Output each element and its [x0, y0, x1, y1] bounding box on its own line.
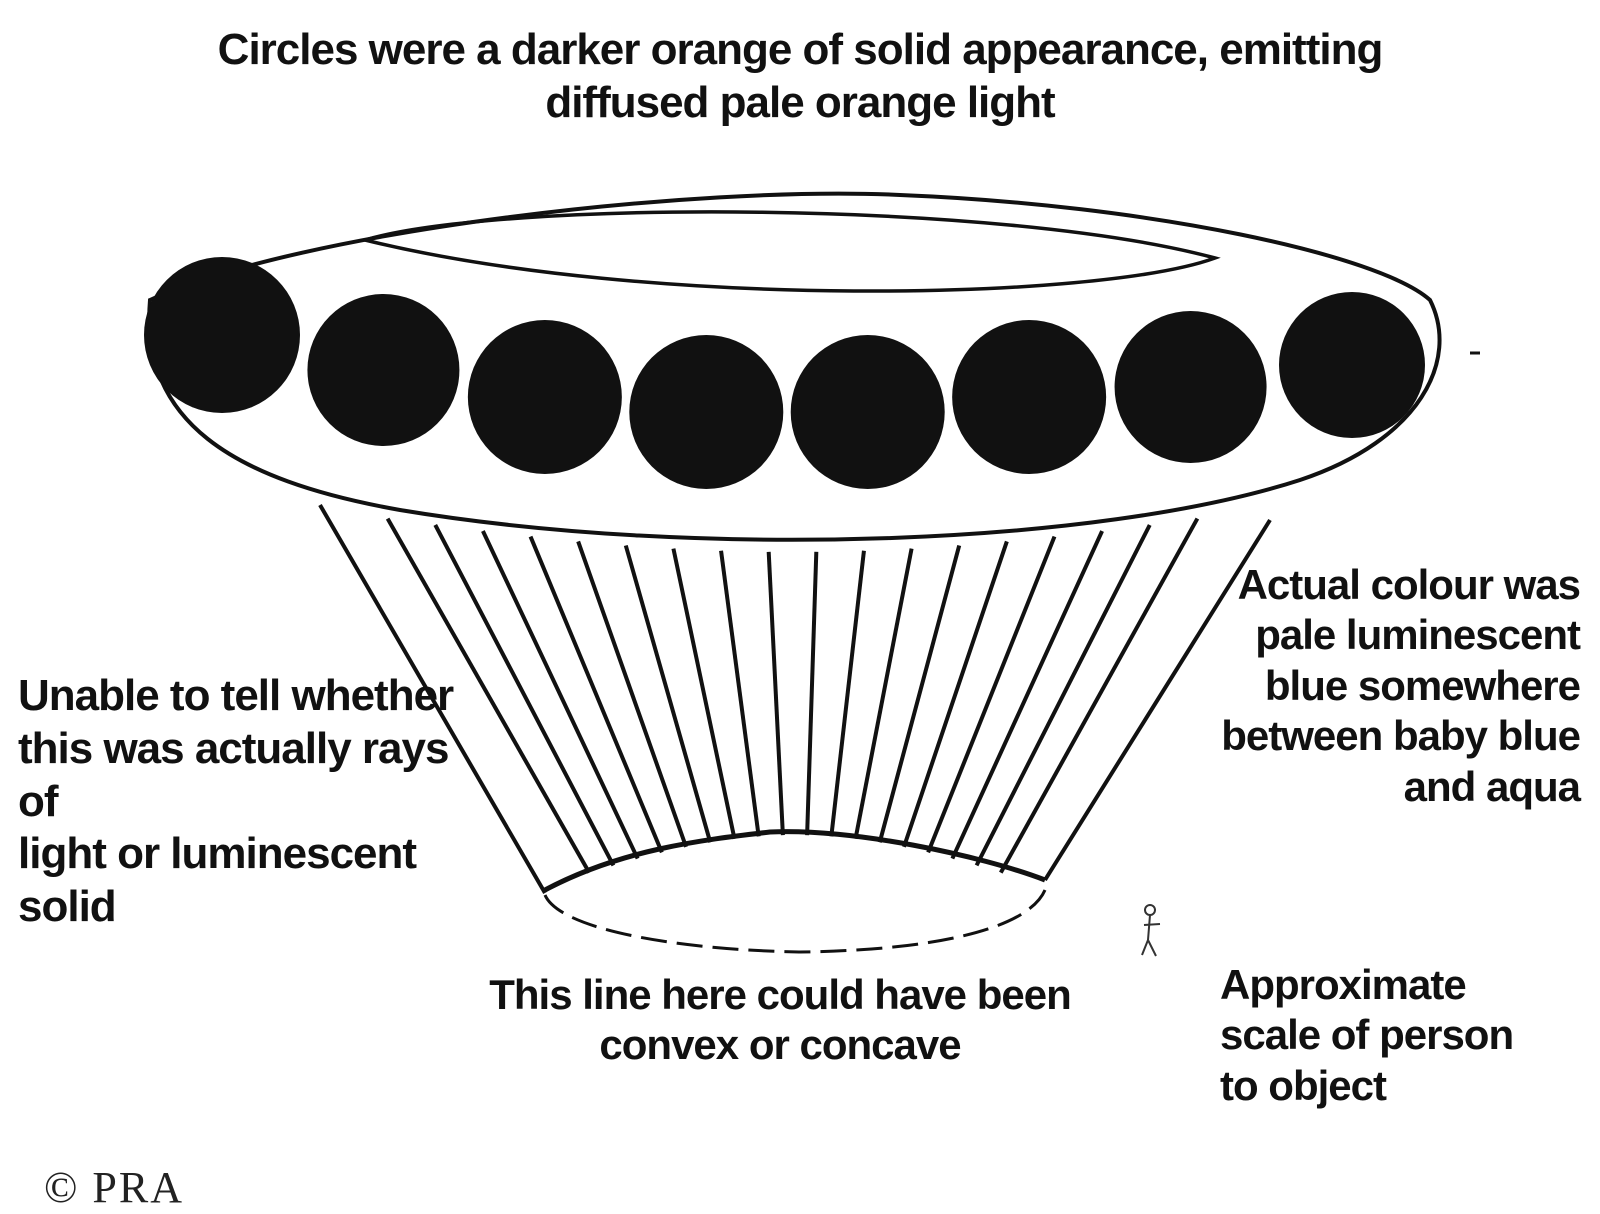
light-ray	[805, 551, 819, 836]
scale-annotation-line: to object	[1220, 1061, 1387, 1109]
orange-circle	[467, 320, 622, 474]
base-line-annotation-line: convex or concave	[599, 1021, 961, 1069]
base-line-annotation-line: This line here could have been	[489, 971, 1072, 1018]
circles-annotation-line: diffused pale orange light	[545, 77, 1055, 127]
light-ray	[719, 550, 761, 837]
circles-annotation: Circles were a darker orange of solid ap…	[160, 24, 1440, 130]
light-ray	[902, 540, 1009, 848]
light-ray	[926, 535, 1057, 854]
light-ray	[433, 524, 616, 867]
colour-annotation-line: blue somewhere	[1264, 661, 1581, 709]
base-line-annotation: This line here could have been convex or…	[480, 970, 1080, 1071]
orange-circles	[144, 257, 1425, 489]
colour-annotation-line: pale luminescent	[1255, 611, 1581, 659]
colour-annotation-line: Actual colour was	[1237, 561, 1581, 608]
light-ray	[974, 524, 1152, 867]
saucer-outline	[147, 191, 1442, 542]
light-ray	[528, 535, 664, 854]
base-dashed-line	[543, 889, 1047, 954]
light-ray	[877, 544, 962, 843]
orange-circle	[1114, 311, 1267, 463]
light-ray	[481, 530, 640, 860]
orange-circle	[307, 294, 460, 446]
light-ray	[766, 551, 785, 836]
orange-circle	[790, 335, 945, 489]
orange-circle	[629, 335, 784, 489]
copyright-credit: © PRA	[44, 1163, 185, 1212]
circles-annotation-line: Circles were a darker orange of solid ap…	[217, 25, 1384, 74]
cone-right-edge	[1043, 518, 1272, 882]
colour-annotation-line: and aqua	[1403, 762, 1581, 810]
scale-annotation: Approximate scale of person to object	[1220, 960, 1580, 1111]
light-ray	[576, 540, 688, 848]
light-ray	[853, 548, 914, 840]
rays-annotation-line: Unable to tell whether	[18, 671, 454, 720]
light-ray	[950, 530, 1104, 860]
person-scale-figure-icon	[1141, 904, 1161, 957]
orange-circle	[144, 257, 300, 413]
rays-annotation-line: this was actually rays of	[18, 723, 449, 826]
cone-left-edge	[318, 503, 547, 895]
colour-annotation: Actual colour was pale luminescent blue …	[1180, 560, 1581, 812]
light-rays	[385, 517, 1200, 874]
light-ray	[999, 517, 1200, 874]
light-ray	[623, 544, 713, 843]
rays-annotation: Unable to tell whether this was actually…	[18, 670, 478, 934]
scale-annotation-line: Approximate	[1220, 961, 1467, 1008]
light-ray	[385, 517, 591, 874]
orange-circle	[952, 320, 1107, 474]
rays-annotation-line: light or luminescent solid	[18, 829, 417, 932]
colour-annotation-line: between baby blue	[1221, 712, 1581, 760]
saucer-dome	[358, 210, 1221, 293]
light-ray	[671, 548, 737, 840]
scale-annotation-line: scale of person	[1220, 1011, 1514, 1059]
base-rim	[543, 829, 1046, 893]
orange-circle	[1279, 292, 1425, 438]
light-ray	[829, 550, 866, 837]
